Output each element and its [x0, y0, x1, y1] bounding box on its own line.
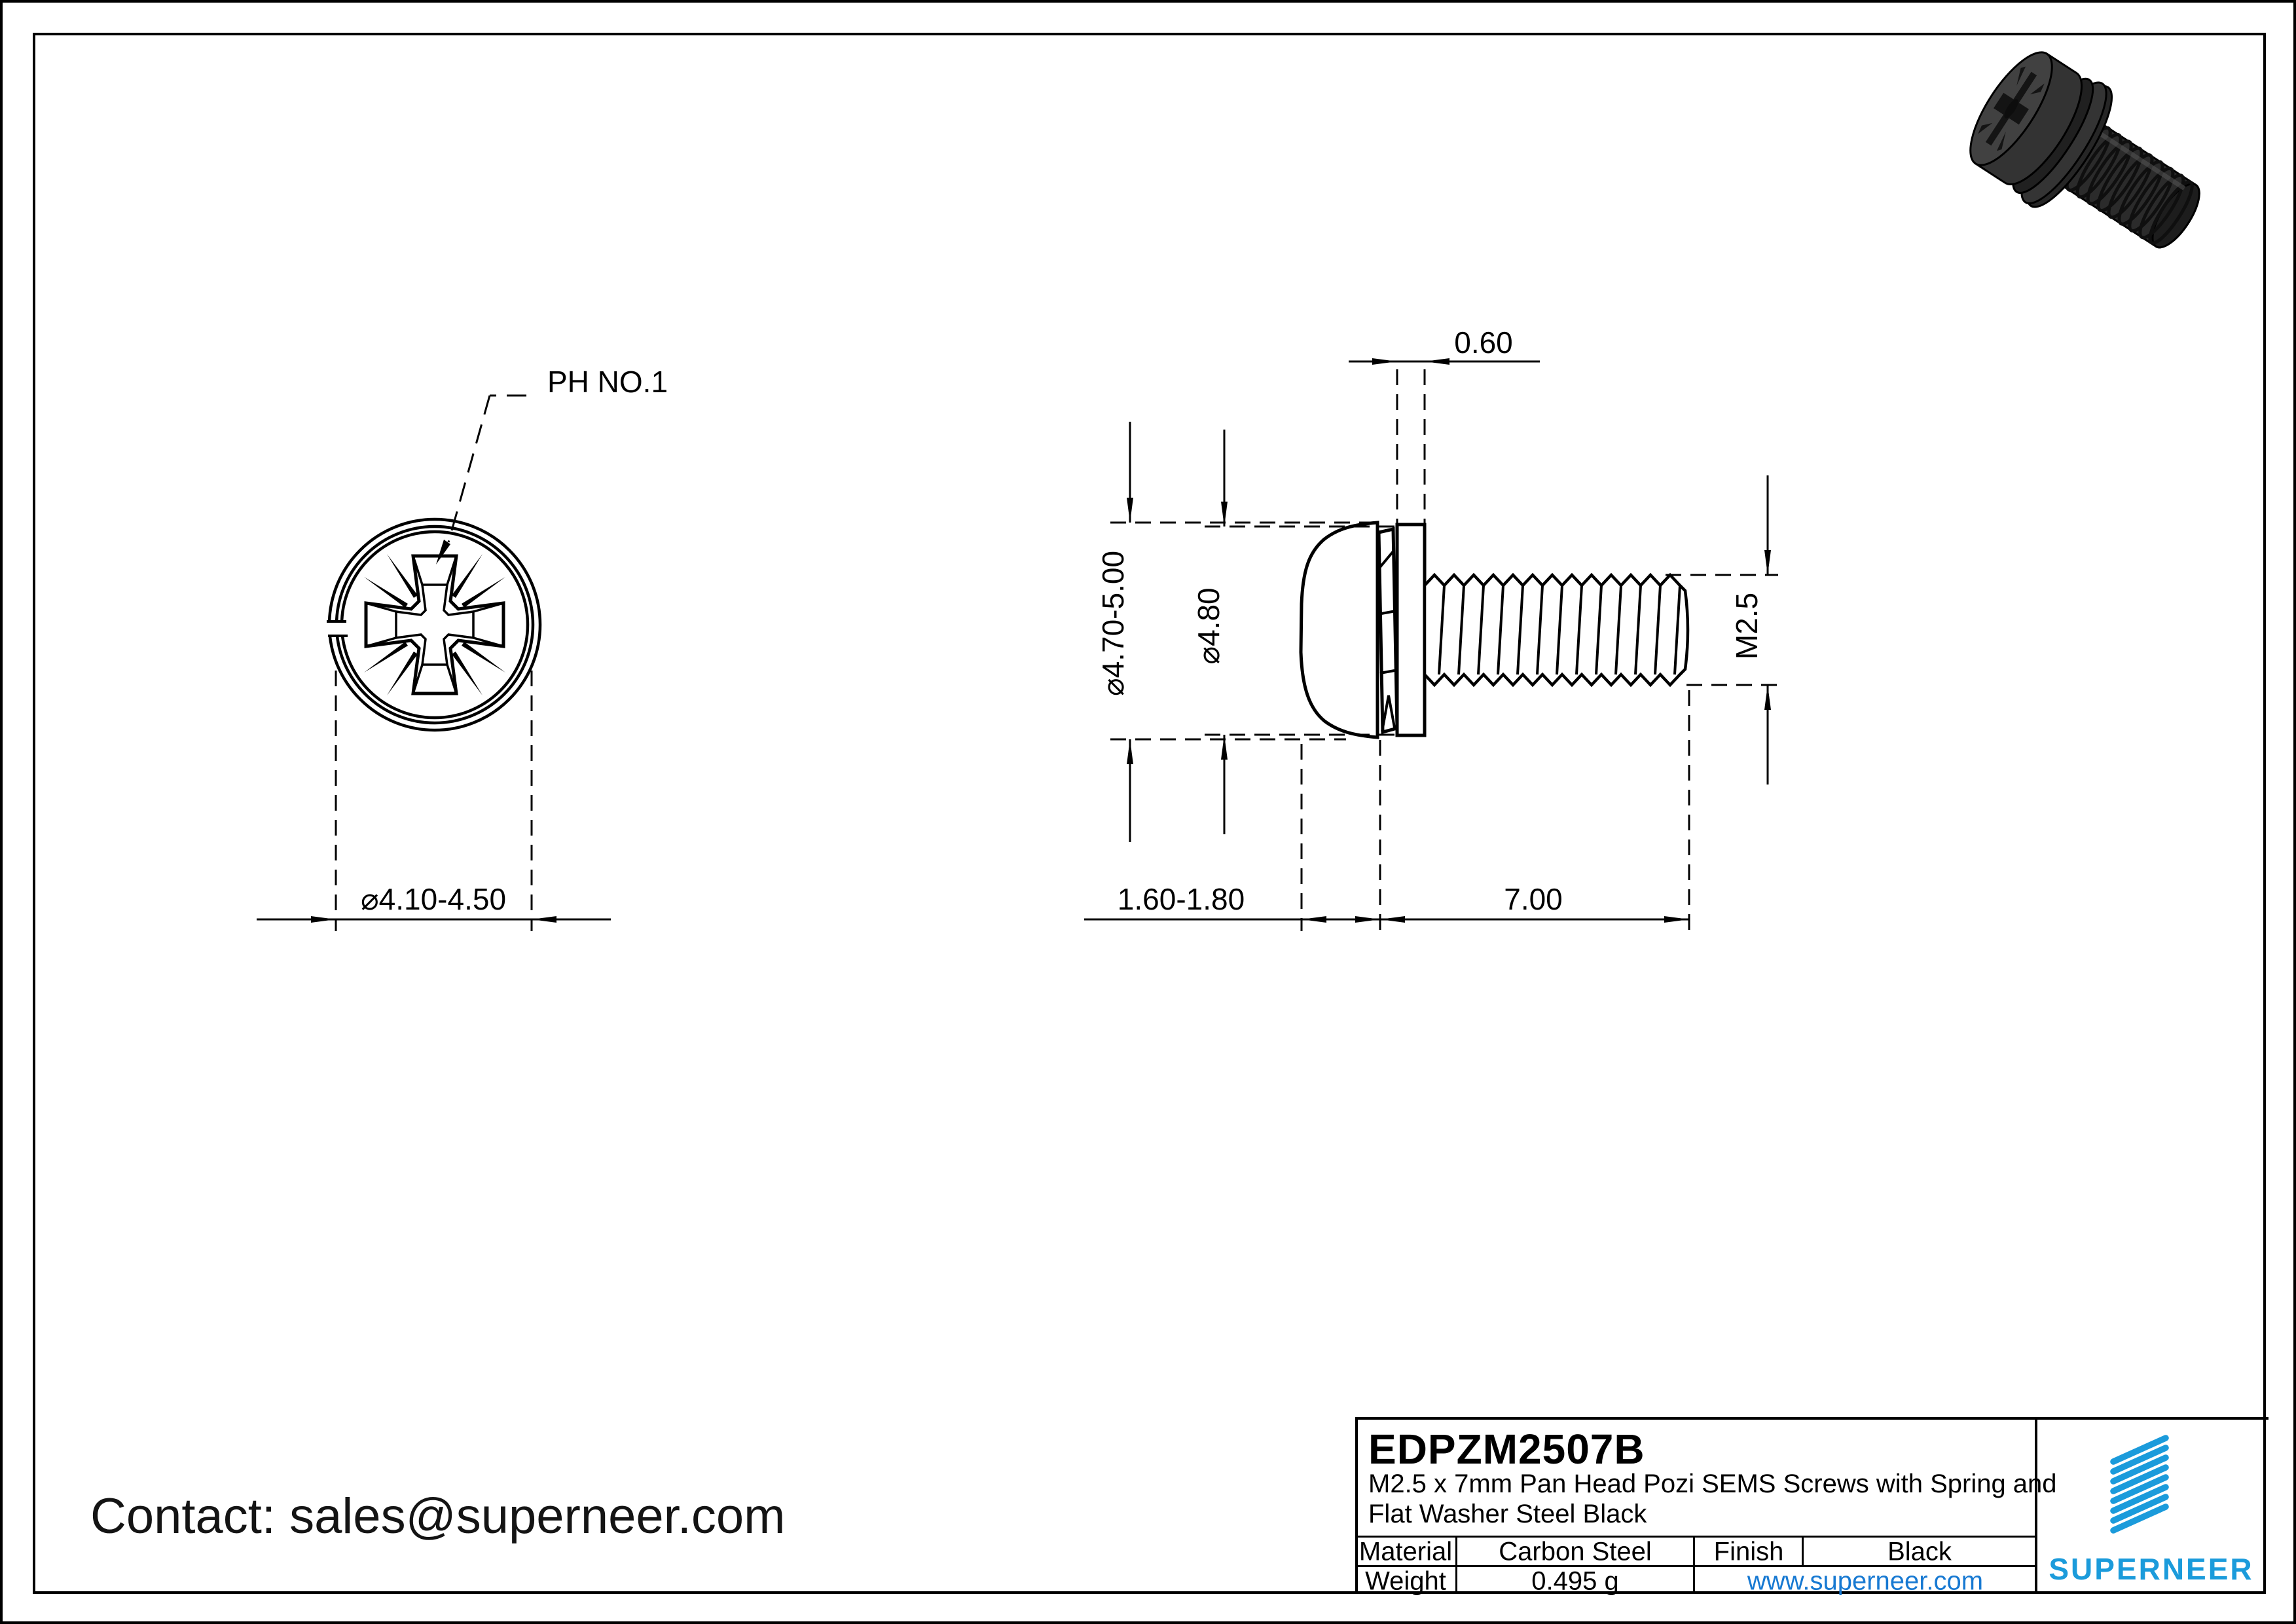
threaded-shank	[1423, 572, 1690, 688]
weight-value: 0.495 g	[1531, 1566, 1619, 1596]
dim-thread-size: M2.5	[1730, 592, 1764, 660]
dim-thread-length: 7.00	[1504, 882, 1563, 916]
front-view	[326, 394, 542, 732]
drive-leader-line	[436, 394, 526, 564]
titleblock-col-line-3	[1802, 1536, 1804, 1567]
sheet-frame	[33, 33, 2266, 1594]
thread-ridges	[2054, 119, 2194, 245]
dim-head-height: 1.60-1.80	[1117, 882, 1245, 916]
side-view	[1299, 521, 1690, 739]
dim-washer-thickness: 0.60	[1454, 325, 1513, 360]
spring-washer-profile	[1377, 526, 1399, 735]
titleblock-row-line-2	[1355, 1565, 2037, 1567]
pozi-cross-icon	[364, 554, 505, 695]
dimension-lines	[257, 358, 1778, 931]
spring-washer-split	[326, 620, 348, 637]
titleblock-divider-logo	[2035, 1417, 2037, 1594]
titleblock-row-line-1	[1355, 1536, 2037, 1538]
part-description-line2: Flat Washer Steel Black	[1368, 1500, 1647, 1528]
dim-head-od: ⌀4.70-5.00	[1096, 550, 1130, 697]
screw-3d-render	[1969, 51, 2200, 249]
finish-label: Finish	[1713, 1537, 1784, 1566]
website-link[interactable]: www.superneer.com	[1747, 1566, 1984, 1596]
dim-washer-od: ⌀4.80	[1192, 587, 1226, 665]
flat-washer-profile	[1395, 523, 1427, 737]
part-number: EDPZM2507B	[1368, 1426, 1645, 1473]
finish-value: Black	[1887, 1537, 1952, 1566]
drive-type-label: PH NO.1	[547, 365, 668, 399]
titleblock-border-left	[1355, 1417, 1358, 1594]
material-value: Carbon Steel	[1499, 1537, 1652, 1566]
dim-head-diameter: ⌀4.10-4.50	[360, 882, 507, 916]
cad-drawing	[257, 358, 1778, 931]
superneer-logo-icon	[2110, 1435, 2169, 1534]
contact-email: Contact: sales@superneer.com	[90, 1488, 786, 1544]
pozi-recess-3d	[1978, 66, 2045, 151]
titleblock-col-line-2	[1693, 1536, 1695, 1594]
titleblock-col-line-1	[1455, 1536, 1457, 1594]
extension-lines	[335, 369, 1778, 931]
material-label: Material	[1358, 1537, 1453, 1566]
pan-head-profile	[1299, 521, 1379, 739]
titleblock-border-top	[1355, 1417, 2269, 1420]
pozi-spikes	[364, 554, 505, 695]
weight-label: Weight	[1365, 1566, 1446, 1596]
brand-name: SUPERNEER	[2049, 1552, 2254, 1586]
part-description-line1: M2.5 x 7mm Pan Head Pozi SEMS Screws wit…	[1368, 1469, 2057, 1498]
